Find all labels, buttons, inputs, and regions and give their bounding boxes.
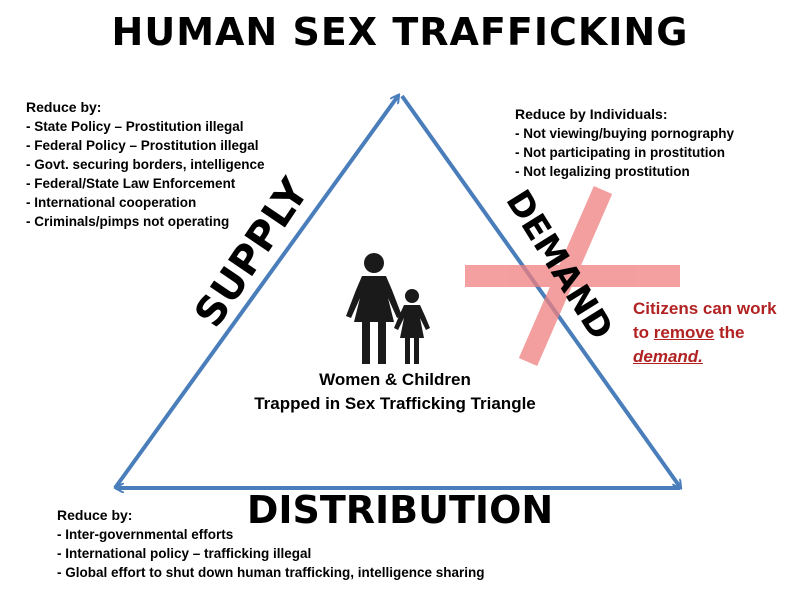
citizens-remove: remove xyxy=(653,323,715,342)
supply-item: International cooperation xyxy=(26,193,265,212)
supply-heading: Reduce by: xyxy=(26,99,102,115)
supply-item: Govt. securing borders, intelligence xyxy=(26,155,264,174)
demand-item: Not legalizing prostitution xyxy=(515,162,734,181)
cross-out-mark xyxy=(465,186,680,366)
citizens-note: Citizens can work to remove the demand. xyxy=(633,297,798,369)
woman-and-child-icon xyxy=(346,253,430,364)
demand-item: Not participating in prostitution xyxy=(515,143,734,162)
distribution-reduce-note: Reduce by: Inter-governmental efforts In… xyxy=(57,506,485,582)
distribution-item: International policy – trafficking illeg… xyxy=(57,544,485,563)
citizens-demand-word: demand. xyxy=(633,347,703,366)
center-caption: Women & Children Trapped in Sex Traffick… xyxy=(210,368,580,416)
citizens-line1: Citizens can work xyxy=(633,299,777,318)
demand-reduce-note: Reduce by Individuals: Not viewing/buyin… xyxy=(515,105,734,181)
supply-item: Criminals/pimps not operating xyxy=(26,212,265,231)
citizens-to: to xyxy=(633,323,654,342)
page-title: HUMAN SEX TRAFFICKING xyxy=(111,10,689,54)
demand-heading: Reduce by Individuals: xyxy=(515,106,668,122)
center-caption-line2: Trapped in Sex Trafficking Triangle xyxy=(254,394,536,413)
distribution-item: Inter-governmental efforts xyxy=(57,525,485,544)
citizens-line3: demand. xyxy=(633,345,798,369)
supply-item: Federal/State Law Enforcement xyxy=(26,174,265,193)
demand-item: Not viewing/buying pornography xyxy=(515,124,734,143)
supply-item: Federal Policy – Prostitution illegal xyxy=(26,136,265,155)
supply-reduce-note: Reduce by: State Policy – Prostitution i… xyxy=(26,98,265,231)
distribution-label: DISTRIBUTION xyxy=(246,488,554,532)
distribution-item: Global effort to shut down human traffic… xyxy=(57,563,484,582)
supply-item: State Policy – Prostitution illegal xyxy=(26,117,265,136)
citizens-the: the xyxy=(714,323,745,342)
distribution-heading: Reduce by: xyxy=(57,507,133,523)
citizens-line2: to remove the xyxy=(633,321,798,345)
demand-arrow xyxy=(400,94,680,487)
center-caption-line1: Women & Children xyxy=(319,370,471,389)
supply-arrow xyxy=(113,96,398,490)
